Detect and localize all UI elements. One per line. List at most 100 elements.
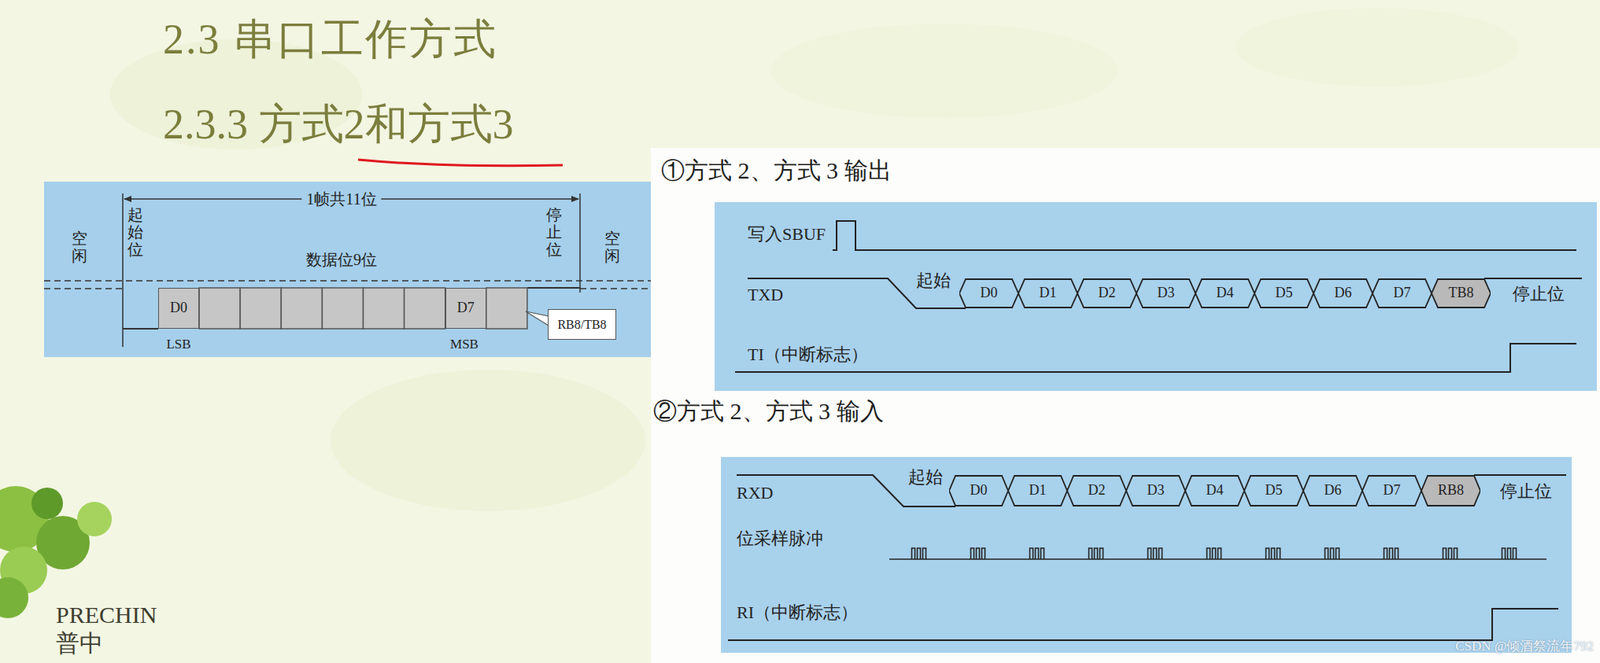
leaf-decoration: [0, 486, 112, 619]
sbuf-write-pulse: [832, 221, 1577, 251]
data-cell: [486, 288, 528, 329]
txd-waveform: [747, 278, 1582, 309]
red-underline: [358, 159, 563, 167]
hexagon-outline: [1018, 279, 1078, 308]
frame-panel: [44, 181, 651, 358]
bit-name: D4: [1206, 482, 1224, 500]
hexagon-outline: [1126, 476, 1186, 507]
idle-label: 空闲: [71, 229, 88, 265]
frame-lines: [44, 193, 651, 348]
lsb-label: LSB: [166, 336, 191, 353]
bit-hexagon: D2: [1067, 475, 1127, 507]
output-panel: [714, 202, 1597, 392]
hexagon-outline: [949, 476, 1009, 507]
leaf-decoration: [77, 502, 112, 537]
ti-flag-line: [735, 343, 1577, 373]
sample-pulse: [1271, 548, 1275, 560]
bit-name: D4: [1216, 284, 1235, 303]
txd-waveform: [1484, 277, 1582, 280]
input-panel: [720, 457, 1572, 654]
sample-pulse: [1277, 548, 1281, 560]
frame-lines: [121, 193, 124, 348]
data-bit-cell: D7: [445, 288, 487, 329]
red-underline: [358, 159, 563, 167]
data-cell: [280, 288, 322, 329]
hexagon-outline: [1421, 476, 1481, 507]
sample-pulse: [1094, 548, 1098, 560]
callout-pointer: [525, 311, 549, 326]
bit-name: D2: [1088, 482, 1106, 500]
brand-name: 普中: [55, 629, 104, 658]
sample-pulse: [1454, 548, 1458, 560]
sample-pulse: [1041, 548, 1045, 560]
bit-hexagon: D1: [1008, 475, 1068, 507]
page-ground: [330, 369, 646, 512]
hexagon-outline: [1431, 279, 1491, 308]
sample-pulse: [1443, 548, 1447, 560]
bit-hexagon: D3: [1136, 278, 1196, 309]
bit-name: D6: [1324, 482, 1342, 500]
bit-name: D1: [1029, 482, 1047, 500]
panel-heading: ①方式 2、方式 3 输出: [661, 156, 892, 185]
bit-hexagon: D5: [1254, 278, 1314, 309]
sample-pulse: [1389, 548, 1394, 560]
bit-hexagon: D4: [1185, 475, 1245, 507]
frame-lines: [579, 193, 581, 293]
frame-lines: [44, 280, 651, 282]
idle-label: 空闲: [604, 229, 621, 265]
page-ground: [1235, 7, 1519, 87]
hexagon-outline: [1185, 476, 1245, 507]
hexagon-outline: [1313, 279, 1373, 308]
hexagon-outline: [1195, 279, 1255, 308]
signal-name: TI（中断标志）: [747, 344, 869, 366]
bit-name: TB8: [1448, 284, 1474, 303]
page-ground: [771, 23, 1118, 119]
bit-hexagon: D5: [1244, 475, 1304, 507]
signal-name: RI（中断标志）: [736, 602, 858, 624]
signal-name: 写入SBUF: [747, 224, 826, 245]
bit-hexagon: D0: [949, 475, 1009, 507]
bit-hexagon: D0: [959, 278, 1019, 309]
start-bit-label: 起始位: [127, 206, 144, 259]
bit-hexagon: D3: [1126, 475, 1186, 507]
hexagon-outline: [1372, 279, 1432, 308]
callout-box: RB8/TB8: [547, 309, 617, 340]
signal-name: RXD: [736, 483, 773, 504]
data-cell: [199, 288, 528, 329]
bit-name: D5: [1265, 482, 1283, 500]
timing-panel: ②方式 2、方式 3 输入D0D1D2D3D4D5D6D7RB8: [720, 457, 1572, 654]
stop-bit-label: 停止位: [1512, 284, 1565, 305]
bit-name: D0: [970, 482, 988, 500]
bit-hexagon: D7: [1362, 475, 1422, 507]
bit-hexagon: D7: [1372, 278, 1432, 309]
hexagon-outline: [1077, 279, 1137, 308]
data-cell: [240, 288, 281, 329]
sample-pulse: [1148, 548, 1152, 560]
bit-name: D5: [1275, 284, 1294, 303]
data-cell: [321, 288, 363, 329]
sample-pulse: [912, 548, 916, 560]
sample-pulse: [1507, 548, 1512, 560]
sample-pulse: [1384, 548, 1388, 560]
data-bit-cell: D0: [158, 288, 200, 329]
hexagon-outline: [1136, 279, 1196, 308]
callout-pointer: [525, 311, 549, 326]
page-ground: [650, 147, 1600, 663]
sample-pulse: [971, 548, 975, 560]
data-cell: [199, 288, 241, 329]
sample-pulse: [917, 548, 921, 560]
sample-pulse: [982, 548, 986, 560]
bit-hexagon: D2: [1077, 278, 1137, 309]
bit-name: D0: [169, 299, 188, 318]
bit-name: D3: [1147, 482, 1165, 500]
sample-pulse: [976, 548, 980, 560]
bit-name: D7: [1393, 284, 1412, 303]
sample-pulse: [1218, 548, 1222, 560]
sample-pulse: [1336, 548, 1340, 560]
sample-pulse: [1153, 548, 1157, 560]
bit-name: RB8/TB8: [557, 317, 607, 333]
data-cell: [363, 288, 405, 329]
